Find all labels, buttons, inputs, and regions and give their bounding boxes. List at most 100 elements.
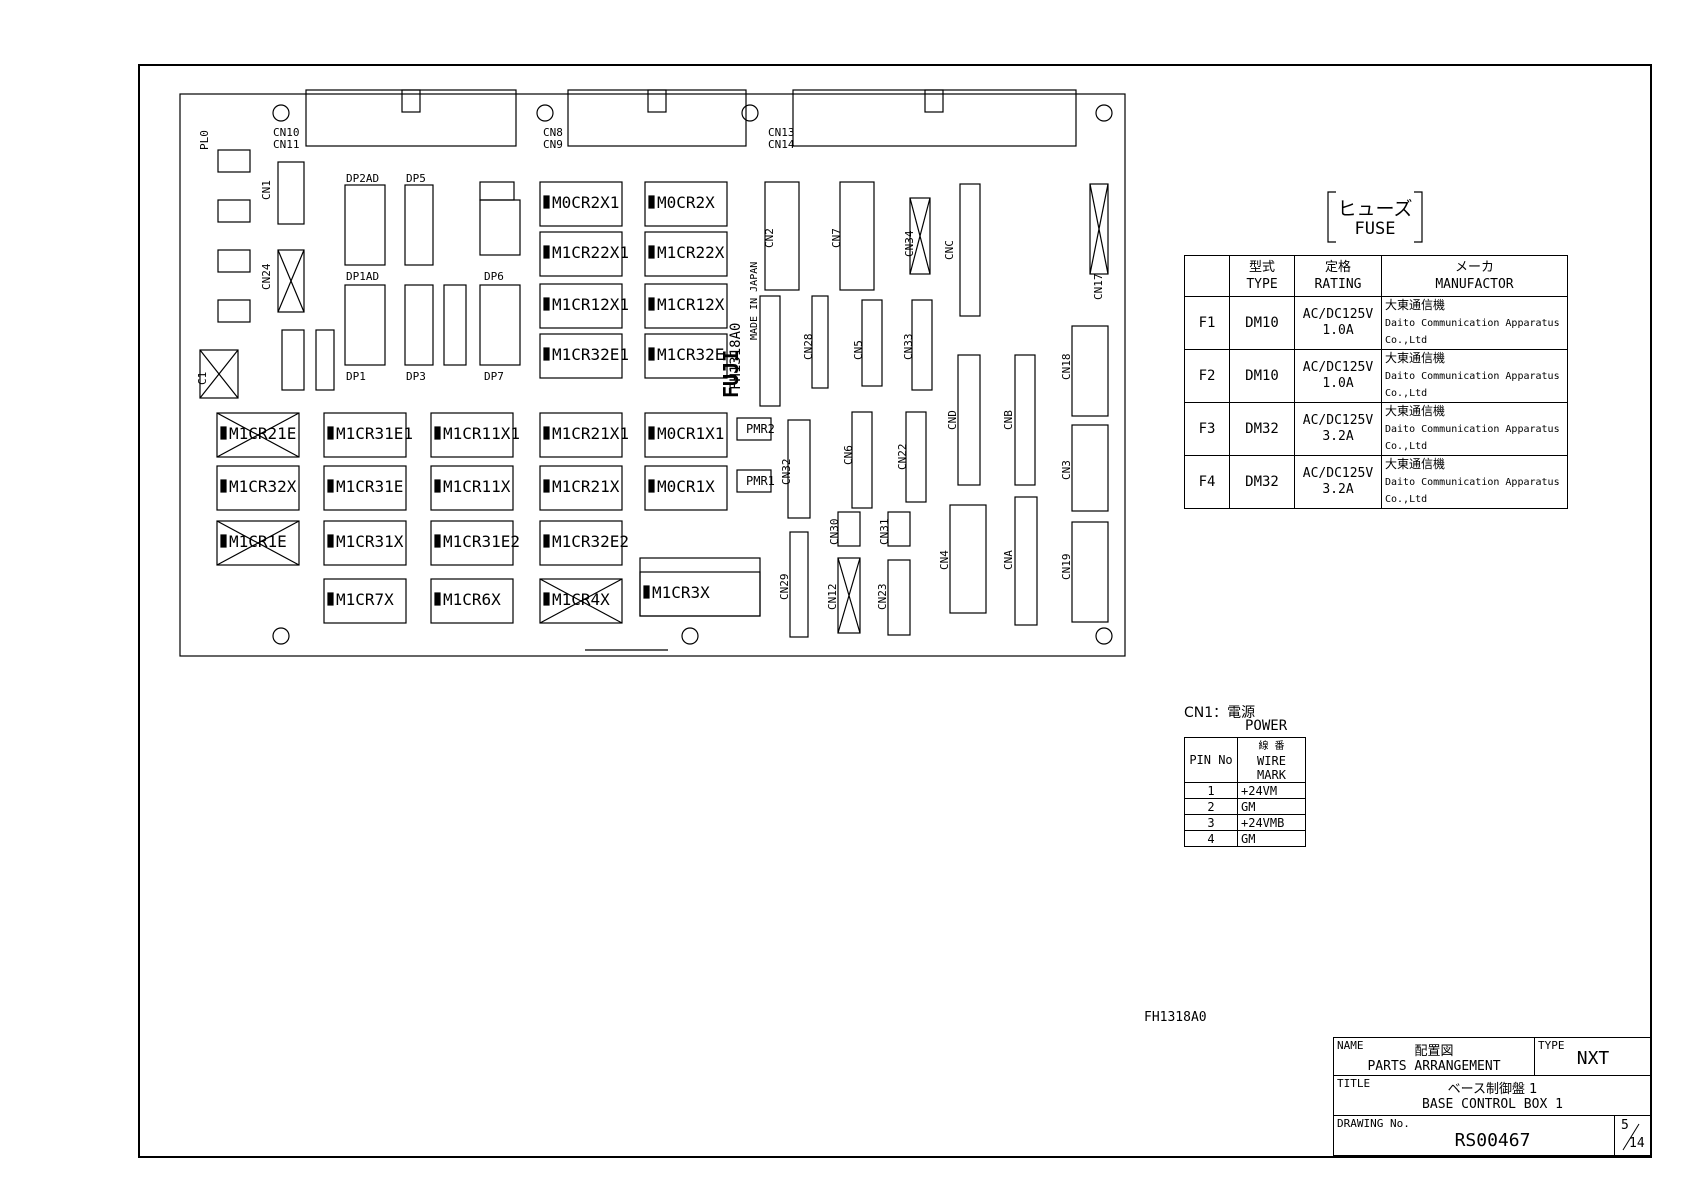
svg-text:DP1AD: DP1AD — [346, 270, 379, 283]
relay-polarity-mark — [543, 245, 550, 259]
relay-m1cr31e1 — [323, 412, 407, 458]
relay-polarity-mark — [220, 426, 227, 440]
svg-text:CN19: CN19 — [1060, 554, 1073, 581]
svg-text:DP6: DP6 — [484, 270, 504, 283]
relay-label: M1CR22X1 — [552, 243, 629, 262]
svg-text:PMR1: PMR1 — [746, 474, 775, 488]
relay-polarity-mark — [643, 585, 650, 599]
svg-text:CN17: CN17 — [1092, 274, 1105, 301]
relay-m1cr31e — [323, 465, 407, 511]
fuse-maker-jp: 大東通信機 — [1385, 457, 1446, 471]
relay-m1cr31x — [323, 520, 407, 566]
relay-label: M1CR21X — [552, 477, 620, 496]
cn1-subheading: POWER — [1245, 718, 1288, 734]
relay-label: M1CR21E — [229, 424, 296, 443]
relay-m0cr2x — [644, 181, 728, 227]
relay-polarity-mark — [648, 426, 655, 440]
relay-m1cr6x — [430, 578, 514, 624]
svg-text:CN9: CN9 — [543, 138, 563, 151]
wire-mark: +24VM — [1237, 782, 1306, 799]
fuse-type: DM32 — [1229, 402, 1295, 456]
fuse-rating-voltage: AC/DC125V — [1302, 413, 1374, 428]
relay-polarity-mark — [648, 347, 655, 361]
fuse-maker-en: Daito Communication Apparatus Co.,Ltd — [1385, 371, 1560, 399]
svg-text:PL0: PL0 — [198, 130, 211, 150]
relay-polarity-mark — [543, 195, 550, 209]
fuse-heading-jp: ヒューズ — [1337, 198, 1413, 220]
fuse-id: F3 — [1184, 402, 1230, 456]
relay-m1cr32e — [644, 333, 728, 379]
relay-cross-mark — [539, 578, 623, 624]
svg-text:CN23: CN23 — [876, 584, 889, 611]
svg-text:CNA: CNA — [1002, 550, 1015, 570]
col-maker-en: MANUFACTOR — [1435, 277, 1514, 292]
relay-polarity-mark — [220, 534, 227, 548]
svg-text:DP3: DP3 — [406, 370, 426, 383]
svg-text:DP7: DP7 — [484, 370, 504, 383]
svg-text:CN2: CN2 — [763, 228, 776, 248]
title-en: BASE CONTROL BOX 1 — [1422, 1097, 1563, 1112]
fuse-heading-en: FUSE — [1354, 219, 1396, 239]
title-label: TITLE — [1337, 1077, 1371, 1090]
relay-m1cr22x1 — [539, 231, 623, 277]
svg-text:CN10: CN10 — [273, 126, 300, 139]
svg-text:PMR2: PMR2 — [746, 422, 775, 436]
svg-text:CND: CND — [946, 410, 959, 430]
relay-label: M1CR21X1 — [552, 424, 629, 443]
relay-label: M1CR32E2 — [552, 532, 629, 551]
fuse-id: F1 — [1184, 296, 1230, 350]
relay-m1cr3x — [639, 571, 761, 617]
relay-polarity-mark — [543, 534, 550, 548]
name-jp: 配置図 — [1414, 1044, 1454, 1059]
wire-mark: GM — [1237, 798, 1306, 815]
svg-text:CNC: CNC — [943, 240, 956, 260]
fuse-rating-current: 1.0A — [1322, 323, 1354, 338]
cn1-row: 1+24VM — [1184, 782, 1306, 799]
svg-text:CN31: CN31 — [878, 519, 891, 546]
relay-label: M0CR1X — [657, 477, 715, 496]
relay-label: M1CR1E — [229, 532, 287, 551]
svg-text:CN4: CN4 — [938, 550, 951, 570]
relay-m1cr12x — [644, 283, 728, 329]
svg-text:DP2AD: DP2AD — [346, 172, 379, 185]
relay-label: M1CR31X — [336, 532, 404, 551]
svg-text:C1: C1 — [196, 372, 209, 385]
col-rating-en: RATING — [1314, 277, 1362, 292]
relay-label: M1CR32X — [229, 477, 297, 496]
pin-no: 1 — [1184, 782, 1238, 799]
svg-text:CN1: CN1 — [260, 180, 273, 200]
svg-text:DP1: DP1 — [346, 370, 366, 383]
col-wire-en: WIRE MARK — [1257, 754, 1286, 782]
relay-polarity-mark — [327, 426, 334, 440]
type-label: TYPE — [1538, 1039, 1565, 1052]
fuse-type: DM10 — [1229, 349, 1295, 403]
relay-cross-mark — [216, 520, 300, 566]
svg-text:CN11: CN11 — [273, 138, 300, 151]
relay-label: M0CR1X1 — [657, 424, 724, 443]
type-value: NXT — [1576, 1048, 1610, 1069]
relay-label: M1CR7X — [336, 590, 394, 609]
svg-text:CN6: CN6 — [842, 445, 855, 465]
svg-text:DP5: DP5 — [406, 172, 426, 185]
relay-polarity-mark — [648, 479, 655, 493]
fuse-maker-jp: 大東通信機 — [1385, 298, 1446, 312]
svg-text:CN14: CN14 — [768, 138, 795, 151]
relay-cross-mark — [216, 412, 300, 458]
svg-text:CNB: CNB — [1002, 410, 1015, 430]
wire-mark: GM — [1237, 830, 1306, 847]
svg-text:CN33: CN33 — [902, 334, 915, 361]
relay-m1cr11x1 — [430, 412, 514, 458]
fuse-type: DM32 — [1229, 455, 1295, 509]
relay-label: M1CR12X1 — [552, 295, 629, 314]
relay-label: M1CR11X1 — [443, 424, 520, 443]
relay-polarity-mark — [434, 592, 441, 606]
board-code: FH1318A0 — [1144, 1010, 1207, 1025]
relay-m1cr22x — [644, 231, 728, 277]
relay-m1cr21x1 — [539, 412, 623, 458]
pin-no: 3 — [1184, 814, 1238, 831]
relay-polarity-mark — [648, 297, 655, 311]
